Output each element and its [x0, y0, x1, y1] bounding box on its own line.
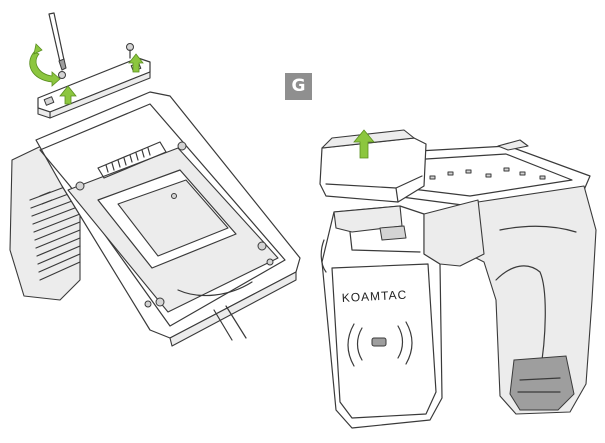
right-assembly-view: KOAMTAC: [319, 129, 597, 429]
screw: [58, 43, 134, 79]
screwdriver-icon: [48, 12, 67, 71]
scanner-body: [320, 199, 485, 429]
step-label-badge: G: [285, 73, 312, 100]
rotate-arrow-icon: [29, 43, 61, 87]
left-assembly-view: [9, 12, 301, 347]
nfc-wave-icon: [347, 321, 413, 367]
brand-logo: KOAMTAC: [341, 288, 407, 305]
lifted-top-block: [319, 129, 427, 203]
handle-stem: [213, 305, 247, 341]
rear-housing: [35, 91, 301, 347]
pistol-grip: [459, 185, 597, 415]
